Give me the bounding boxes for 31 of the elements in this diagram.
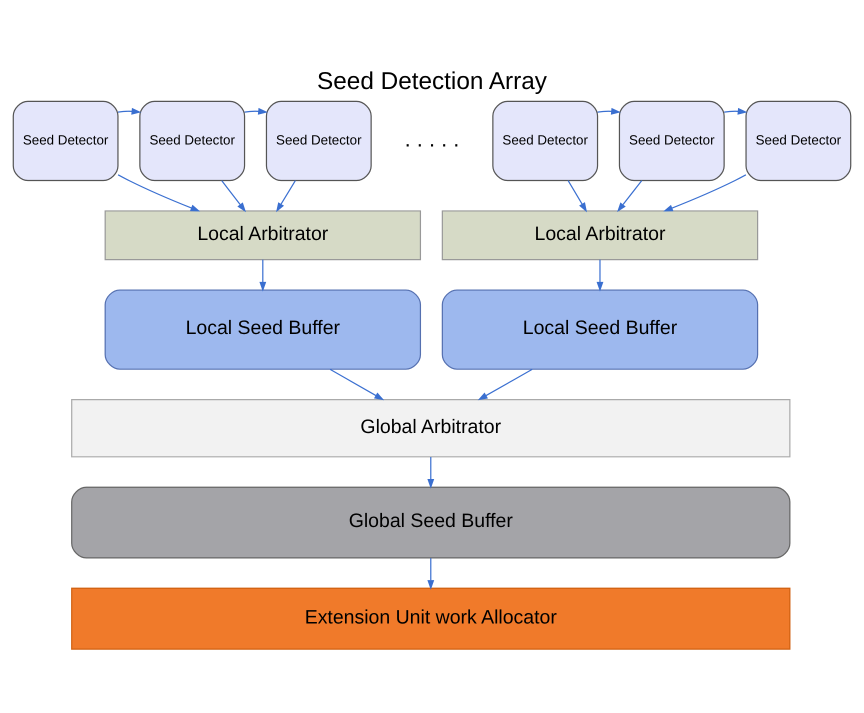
- arrow: [478, 368, 532, 400]
- arrow: [427, 456, 434, 488]
- node-box: Seed Detector: [745, 100, 852, 181]
- arrow: [244, 107, 268, 114]
- arrow: [724, 107, 748, 114]
- arrow: [663, 174, 746, 212]
- node-box: Seed Detector: [266, 100, 372, 181]
- arrow: [330, 368, 384, 400]
- arrow: [118, 174, 200, 211]
- node-box: Local Arbitrator: [104, 210, 422, 260]
- node-box: Local Arbitrator: [442, 210, 758, 260]
- label: . . . . .: [404, 126, 460, 151]
- arrow: [259, 259, 266, 292]
- arrow: [596, 259, 604, 292]
- node-box: Seed Detector: [492, 100, 598, 181]
- diagram-title: Seed Detection Array: [317, 68, 547, 95]
- node-box: Seed Detector: [139, 100, 246, 181]
- node-box: Global Arbitrator: [71, 398, 790, 457]
- node-box: Seed Detector: [12, 100, 119, 181]
- arrow: [568, 180, 587, 212]
- arrow: [427, 558, 434, 590]
- node-box: Seed Detector: [618, 100, 725, 181]
- node-box: Global Seed Buffer: [71, 486, 790, 558]
- arrow: [276, 180, 296, 212]
- arrow: [221, 180, 246, 212]
- node-box: Extension Unit work Allocator: [71, 587, 790, 650]
- arrow: [598, 107, 621, 114]
- arrow: [118, 107, 142, 114]
- arrow: [617, 180, 642, 212]
- node-box: Local Seed Buffer: [442, 288, 758, 370]
- node-box: Local Seed Buffer: [104, 288, 422, 370]
